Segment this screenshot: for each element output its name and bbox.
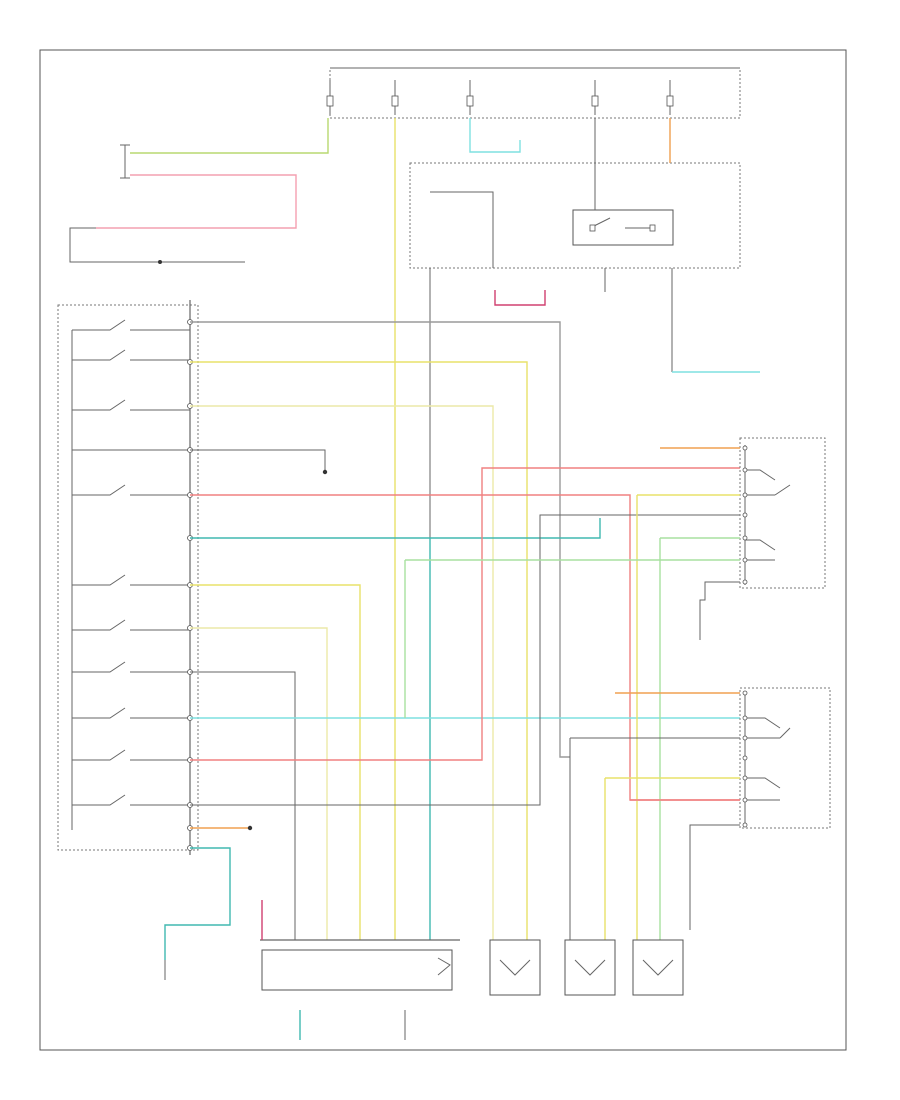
wire-cyan-top-short bbox=[469, 118, 521, 153]
relay-module-terminals bbox=[429, 268, 760, 940]
wire-yellow-rr bbox=[604, 777, 740, 940]
master-switch-outline bbox=[57, 304, 199, 851]
left-front-window-motor bbox=[260, 900, 460, 991]
wire-yellow-lr bbox=[636, 494, 740, 940]
door-lock-module-connector bbox=[69, 118, 329, 264]
rf-motor-box bbox=[489, 939, 541, 996]
wire-pink-top bbox=[96, 174, 297, 229]
wire-gray-1 bbox=[190, 321, 570, 758]
left-rear-window-motor bbox=[632, 939, 684, 996]
right-rear-switch-outline bbox=[739, 687, 831, 829]
wire-yellow-2 bbox=[190, 361, 528, 940]
wire-green-lr-2 bbox=[404, 559, 740, 718]
bus-terminals bbox=[187, 319, 193, 851]
master-window-switch bbox=[57, 300, 199, 855]
left-rear-window-switch bbox=[739, 437, 826, 589]
relay-switch-box bbox=[572, 209, 674, 246]
right-rear-window-motor bbox=[564, 939, 616, 996]
wire-light-yellow-3 bbox=[190, 405, 494, 940]
lf-motor-box bbox=[261, 949, 453, 991]
rr-motor-box bbox=[564, 939, 616, 996]
wire-black-9 bbox=[190, 671, 296, 940]
wire-green-lr-1 bbox=[659, 537, 740, 940]
fuse-block bbox=[326, 67, 741, 119]
wire-gray-12 bbox=[190, 514, 740, 806]
relay-module-outline bbox=[409, 162, 741, 269]
wire-pink-bottom-relay bbox=[494, 290, 546, 306]
lr-motor-box bbox=[632, 939, 684, 996]
wire-teal-14 bbox=[164, 847, 231, 960]
wire-red-5 bbox=[190, 494, 740, 801]
right-front-window-motor bbox=[489, 939, 541, 996]
switch-contacts bbox=[72, 319, 190, 806]
relay-module bbox=[409, 118, 741, 269]
fuse-block-outline bbox=[329, 67, 741, 119]
wire-black-4 bbox=[190, 449, 326, 472]
wire-red-11 bbox=[190, 467, 740, 761]
wire-teal-6 bbox=[190, 518, 601, 940]
left-rear-switch-outline bbox=[739, 437, 826, 589]
ground-points bbox=[164, 910, 691, 1040]
right-rear-window-switch bbox=[739, 687, 831, 829]
diagram-frame bbox=[39, 49, 847, 1051]
wire-yellow-7 bbox=[190, 584, 361, 940]
wire-tan-8 bbox=[190, 627, 328, 940]
wire-yellow-green-top bbox=[130, 118, 329, 154]
